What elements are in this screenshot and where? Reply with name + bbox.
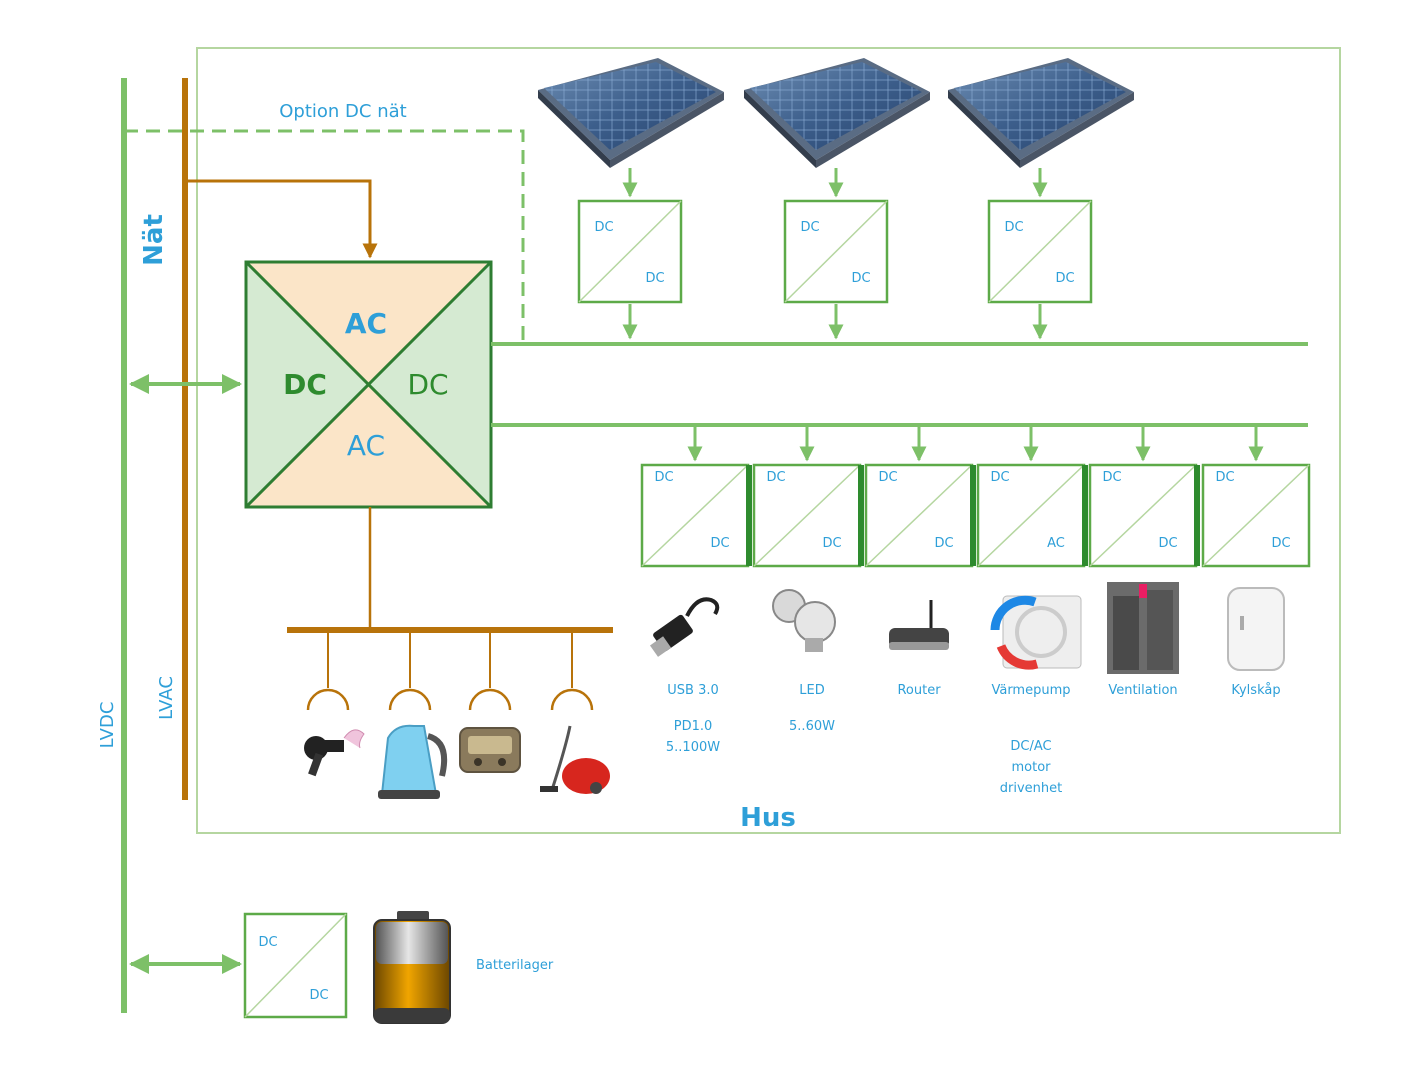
house-border bbox=[196, 47, 1341, 834]
solar-group: DC DC DC DC DC DC bbox=[538, 58, 1134, 340]
ac-appliances-group bbox=[304, 630, 610, 799]
kettle-icon bbox=[378, 724, 448, 799]
inverter-ac-top: AC bbox=[345, 307, 387, 340]
inverter-box: AC DC DC AC bbox=[244, 260, 493, 509]
converter-out-label: DC bbox=[851, 271, 870, 286]
lvdc-label: LVDC bbox=[97, 702, 118, 749]
converter-in-label: DC bbox=[594, 220, 613, 235]
load-detail: drivenhet bbox=[1000, 781, 1062, 796]
solar-panel-icon bbox=[538, 58, 724, 168]
option-dc-line bbox=[124, 129, 525, 344]
solar-panel-icon bbox=[744, 58, 930, 168]
battery-converter: DC DC bbox=[243, 912, 348, 1019]
load-detail: 5..60W bbox=[789, 719, 835, 734]
converter-in-label: DC bbox=[878, 470, 897, 485]
hair-dryer-icon bbox=[304, 729, 365, 777]
converter-out-label: DC bbox=[645, 271, 664, 286]
socket-icon bbox=[306, 688, 350, 711]
converter-in-label: DC bbox=[1215, 470, 1234, 485]
heat-pump-icon bbox=[990, 595, 1082, 670]
load-name: Värmepump bbox=[991, 683, 1070, 698]
socket-icon bbox=[388, 688, 432, 711]
load-detail: DC/AC bbox=[1010, 739, 1051, 754]
converter-out-label: DC bbox=[1158, 536, 1177, 551]
load-detail: 5..100W bbox=[666, 740, 720, 755]
router-icon bbox=[889, 600, 949, 650]
load-name: USB 3.0 bbox=[667, 683, 719, 698]
battery-icon bbox=[373, 911, 451, 1024]
fridge-icon bbox=[1227, 587, 1285, 671]
converter-out-label: DC bbox=[822, 536, 841, 551]
solar-panel-icon bbox=[948, 58, 1134, 168]
converter-out-label: DC bbox=[710, 536, 729, 551]
inverter-dc-right: DC bbox=[407, 368, 448, 401]
converter-in-label: DC bbox=[1102, 470, 1121, 485]
battery-converter-out: DC bbox=[309, 988, 328, 1003]
converter-separator bbox=[1082, 465, 1088, 566]
battery-label: Batterilager bbox=[476, 958, 554, 973]
load-detail: PD1.0 bbox=[674, 719, 713, 734]
load-converter: DC DC bbox=[640, 463, 750, 568]
inverter-ac-bottom: AC bbox=[347, 429, 385, 462]
load-converter: DC DC bbox=[1201, 463, 1311, 568]
usb-cable-icon bbox=[649, 597, 720, 657]
option-dc-label: Option DC nät bbox=[279, 101, 406, 122]
converter-in-label: DC bbox=[766, 470, 785, 485]
load-name: Kylskåp bbox=[1231, 683, 1280, 698]
converter-in-label: DC bbox=[1004, 220, 1023, 235]
load-name: LED bbox=[799, 683, 824, 698]
led-bulb-icon bbox=[772, 589, 836, 652]
lvac-label: LVAC bbox=[156, 676, 177, 720]
battery-converter-in: DC bbox=[258, 935, 277, 950]
converter-out-label: DC bbox=[1271, 536, 1290, 551]
house-label: Hus bbox=[740, 803, 796, 833]
converter-out-label: AC bbox=[1047, 536, 1065, 551]
socket-icon bbox=[550, 688, 594, 711]
lvac-feed-line bbox=[185, 179, 378, 259]
solar-converter: DC DC bbox=[987, 199, 1093, 304]
load-detail: motor bbox=[1011, 760, 1051, 775]
load-name: Ventilation bbox=[1108, 683, 1177, 698]
converter-separator bbox=[970, 465, 976, 566]
converter-separator bbox=[858, 465, 864, 566]
load-converter: DC AC bbox=[976, 463, 1086, 568]
vacuum-cleaner-icon bbox=[540, 725, 610, 794]
load-converter: DC DC bbox=[864, 463, 974, 568]
converter-out-label: DC bbox=[934, 536, 953, 551]
converter-separator bbox=[1194, 465, 1200, 566]
converter-in-label: DC bbox=[800, 220, 819, 235]
ventilation-unit-icon bbox=[1107, 582, 1179, 674]
converter-out-label: DC bbox=[1055, 271, 1074, 286]
socket-icon bbox=[468, 688, 512, 711]
converter-in-label: DC bbox=[654, 470, 673, 485]
load-converter: DC DC bbox=[752, 463, 862, 568]
converter-separator bbox=[746, 465, 752, 566]
inverter-dc-left: DC bbox=[283, 368, 327, 401]
grid-label: Nät bbox=[139, 214, 169, 266]
load-converter: DC DC bbox=[1088, 463, 1198, 568]
solar-converter: DC DC bbox=[577, 199, 683, 304]
radio-icon bbox=[459, 727, 521, 773]
converter-in-label: DC bbox=[990, 470, 1009, 485]
load-name: Router bbox=[897, 683, 941, 698]
solar-converter: DC DC bbox=[783, 199, 889, 304]
